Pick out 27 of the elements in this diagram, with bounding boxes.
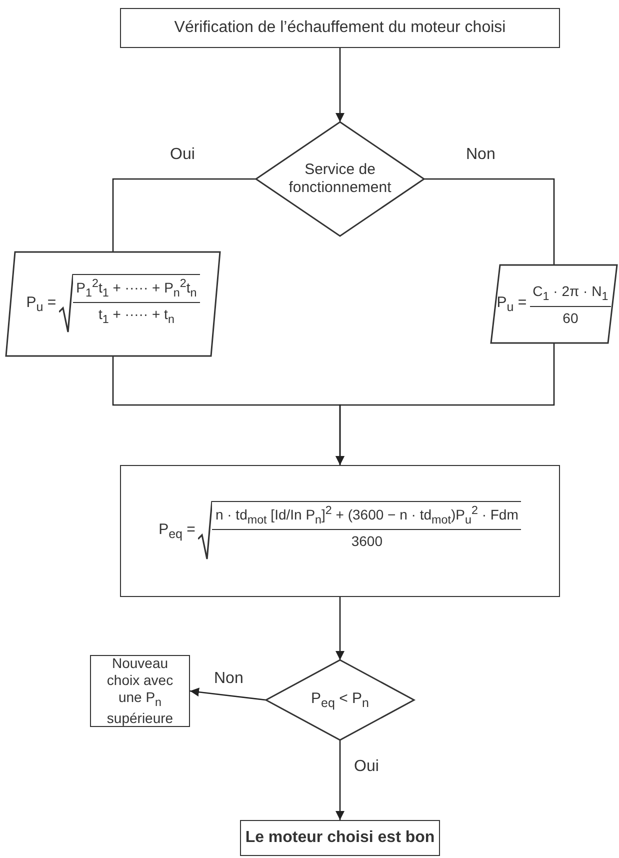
node-text: P$_{eq}$ < P$_{n}$	[311, 690, 369, 710]
decision-diamond	[256, 122, 424, 236]
node-text: Nouveau choix avec une P$_{n}$ supérieure	[106, 655, 174, 727]
arrow	[336, 740, 344, 820]
node-text: Vérification de l’échauffement du moteur choisi	[174, 18, 506, 38]
node-text: Service de fonctionnement	[288, 161, 392, 197]
decision-diamond	[266, 660, 414, 740]
node-text: Le moteur choisi est bon	[245, 828, 435, 848]
denominator: 60	[562, 308, 580, 327]
formula-parallelogram	[491, 265, 617, 343]
denominator: t$_{1}$ + ····· + t$_{n}$	[97, 305, 176, 328]
denominator: 3600	[350, 532, 384, 550]
numerator: P$_{1}$$^{2}$t$_{1}$ + ····· + P$_{n}$$^{2}$t$_{n}$	[73, 275, 200, 304]
numerator: C$_{1}$ · 2π · N$_{1}$	[530, 281, 612, 307]
numerator: n · td$_{mot}$ [Id/In P$_{n}$]$^{2}$ + (3600 − n · td$_{mot}$)P$_{u}$$^{2}$ · Fdm	[212, 502, 522, 530]
arrow	[336, 48, 344, 122]
arrow	[190, 688, 266, 701]
formula-lhs: P$_{u}$ =	[26, 294, 56, 314]
title-box	[120, 8, 560, 48]
formula-box	[120, 465, 560, 597]
terminal-box	[240, 820, 440, 856]
formula-lhs: P$_{u}$ =	[496, 294, 527, 314]
formula-parallelogram	[6, 252, 220, 356]
arrow	[336, 597, 344, 660]
arrow	[336, 343, 555, 465]
formula-lhs: P$_{eq}$ =	[158, 521, 196, 541]
process-box	[90, 655, 190, 727]
